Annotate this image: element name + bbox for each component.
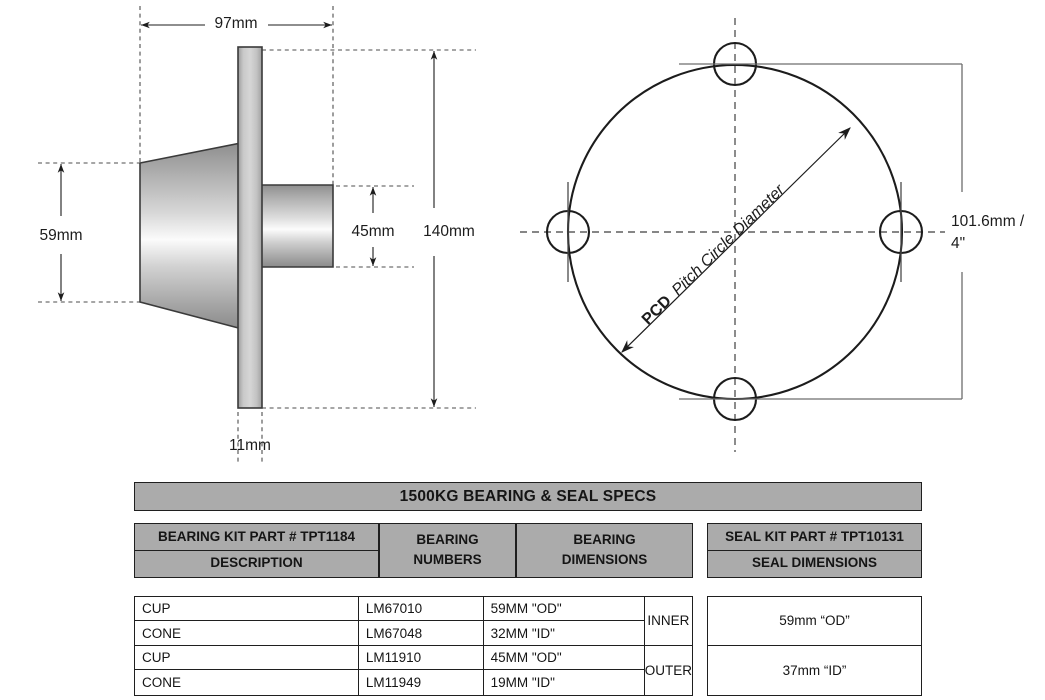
dimension-11mm-label: 11mm <box>229 437 271 454</box>
header-bearing-numbers-line2: NUMBERS <box>413 552 482 568</box>
pcd-tangent-ticks <box>567 182 902 282</box>
specs-data-row: CUP CONE CUP CONE LM67010 LM67048 LM1191… <box>134 595 922 696</box>
table-row: CUP <box>135 597 358 622</box>
pcd-diagonal-arrow <box>621 127 851 353</box>
dimension-45mm-label: 45mm <box>351 223 394 240</box>
dimension-97mm-label: 97mm <box>214 15 257 32</box>
table-row: 19MM "ID" <box>490 675 555 691</box>
pcd-label-group: PCD Pitch Circle Diameter <box>639 181 789 328</box>
column-bearing-number: LM67010 LM67048 LM11910 LM11949 <box>357 596 483 695</box>
table-row: 32MM "ID" <box>483 621 644 646</box>
dimension-11mm: 11mm <box>229 437 271 454</box>
pcd-reference-frame <box>679 63 963 400</box>
pcd-front-view: PCD Pitch Circle Diameter 101.6mm / 4" <box>520 18 1025 452</box>
table-row: LM11910 <box>358 646 483 671</box>
position-inner: INNER <box>644 597 692 646</box>
table-row: 59MM "OD" <box>483 597 644 622</box>
position-outer: OUTER <box>644 662 692 678</box>
header-description-label: DESCRIPTION <box>210 554 303 570</box>
header-bearing-dimensions-line1: BEARING <box>573 531 636 547</box>
bearing-data-table: CUP CONE CUP CONE LM67010 LM67048 LM1191… <box>134 595 693 696</box>
header-spacer <box>693 523 707 578</box>
header-seal-kit: SEAL KIT PART # TPT10131 SEAL DIMENSIONS <box>707 523 922 578</box>
dimension-45mm: 45mm <box>351 187 395 266</box>
dimension-59mm-label: 59mm <box>39 227 82 244</box>
hub-side-view: 97mm 59mm 45mm 140mm 11mm <box>38 6 476 464</box>
header-kit-part-label: BEARING KIT PART # TPT1184 <box>135 524 378 551</box>
pcd-full-label: Pitch Circle Diameter <box>669 181 789 299</box>
dimension-pcd-101-6mm: 101.6mm / 4" <box>951 213 1025 252</box>
table-row: 45MM "OD" <box>483 646 644 671</box>
seal-data-table: 59mm “OD” 37mm “ID” <box>707 595 922 696</box>
hub-flange-plate <box>237 46 263 409</box>
header-seal-kit-part-label: SEAL KIT PART # TPT10131 <box>708 524 921 551</box>
specs-title: 1500KG BEARING & SEAL SPECS <box>399 487 657 505</box>
dimension-59mm: 59mm <box>39 164 83 301</box>
table-row: LM11949 <box>365 675 422 691</box>
table-row: LM67048 <box>358 621 483 646</box>
table-row: LM67010 <box>358 597 483 622</box>
dimension-97mm: 97mm <box>141 15 332 32</box>
table-row: CUP <box>135 646 358 671</box>
hub-cone-body <box>139 141 247 332</box>
column-bearing-position: INNER OUTER <box>643 596 692 695</box>
header-bearing-dimensions-line2: DIMENSIONS <box>561 552 648 568</box>
column-description: CUP CONE CUP CONE <box>135 597 358 695</box>
header-bearing-numbers: BEARING NUMBERS <box>379 523 516 578</box>
drawings-area: 97mm 59mm 45mm 140mm 11mm <box>38 6 1025 464</box>
specs-table: 1500KG BEARING & SEAL SPECS BEARING KIT … <box>134 482 922 696</box>
table-row: CONE <box>142 675 182 691</box>
seal-dimension-id: 37mm “ID” <box>782 662 847 678</box>
hub-stub-cylinder <box>254 184 334 268</box>
seal-dimension-od: 59mm “OD” <box>708 597 921 646</box>
specs-title-bar: 1500KG BEARING & SEAL SPECS <box>134 482 922 511</box>
header-kit-description: BEARING KIT PART # TPT1184 DESCRIPTION <box>134 523 379 578</box>
header-seal-dimensions-label: SEAL DIMENSIONS <box>751 554 878 570</box>
dimension-pcd-line1: 101.6mm / <box>951 213 1025 230</box>
dimension-140mm-label: 140mm <box>423 223 475 240</box>
pcd-abbrev-label: PCD <box>639 293 675 329</box>
specs-header-row: BEARING KIT PART # TPT1184 DESCRIPTION B… <box>134 523 922 578</box>
header-bearing-dimensions: BEARING DIMENSIONS <box>516 523 693 578</box>
specs-header-left-group: BEARING KIT PART # TPT1184 DESCRIPTION B… <box>134 523 693 578</box>
column-bearing-dimension: 59MM "OD" 32MM "ID" 45MM "OD" 19MM "ID" <box>482 596 644 695</box>
table-row: CONE <box>135 621 358 646</box>
header-bearing-numbers-line1: BEARING <box>416 531 479 547</box>
dimension-pcd-line2: 4" <box>951 235 965 252</box>
dimension-140mm: 140mm <box>423 51 475 407</box>
